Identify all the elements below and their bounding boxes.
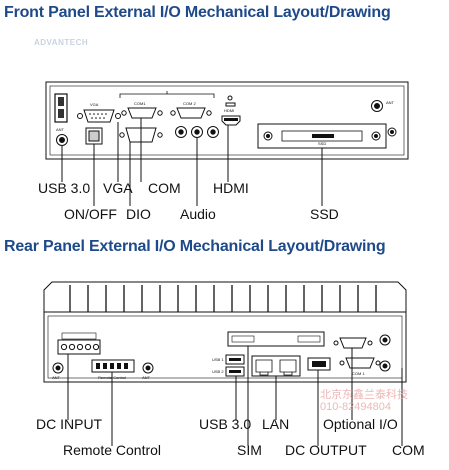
label-rear-usb: USB 3.0 [199, 416, 252, 432]
lan-ports [251, 355, 301, 377]
rear-ant-1 [52, 362, 64, 374]
label-front-usb: USB 3.0 [38, 180, 91, 196]
label-hdmi: HDMI [213, 180, 249, 196]
watermark-line-1: 北京东鑫兰泰科技 [320, 389, 408, 401]
vga-port [83, 109, 115, 123]
dc-input-terminal [57, 339, 101, 355]
rear-usb-1 [225, 354, 245, 365]
audio-jack-3 [207, 126, 219, 138]
sim-slot [227, 331, 325, 347]
watermark: 北京东鑫兰泰科技 010-82494804 [320, 389, 408, 413]
com2-port [176, 107, 206, 119]
rear-ant-4 [379, 360, 391, 372]
label-onoff: ON/OFF [64, 206, 117, 222]
label-com-front: COM [148, 180, 181, 196]
mark-vga: VGA [90, 102, 99, 107]
dc-output-port [307, 357, 331, 371]
mark-usb-1: USB 1 [212, 357, 224, 362]
label-ssd: SSD [310, 206, 339, 222]
rear-com-port [345, 357, 375, 369]
audio-jack-2 [191, 126, 203, 138]
label-optional-io: Optional I/O [323, 416, 398, 432]
front-ant-right [371, 100, 383, 112]
mark-ssd: SSD [318, 141, 326, 146]
hdmi-port [221, 115, 241, 126]
label-lan: LAN [262, 416, 290, 432]
label-audio: Audio [180, 206, 216, 222]
front-ant-left [56, 134, 68, 146]
advantech-logo: ADVANTECH [34, 38, 89, 47]
mark-com1: COM1 [134, 101, 146, 106]
remote-control-port [91, 359, 135, 373]
rear-panel-outline [43, 311, 407, 383]
dio-port [125, 127, 157, 143]
mark-hdmi: HDMI [224, 108, 234, 113]
label-rear-com: COM [392, 442, 425, 458]
mark-ant-4: ANT [142, 375, 151, 380]
front-panel-title: Front Panel External I/O Mechanical Layo… [4, 4, 391, 21]
label-vga: VGA [103, 180, 133, 196]
mark-usb-2: USB 2 [212, 369, 224, 374]
rear-ant-3 [379, 334, 391, 346]
mark-remote: Remote Control [98, 375, 126, 380]
rear-chassis-top [43, 281, 407, 313]
watermark-line-2: 010-82494804 [320, 401, 391, 413]
optional-io-port [339, 337, 367, 349]
label-remote-control: Remote Control [63, 442, 162, 458]
label-dc-input: DC INPUT [36, 416, 103, 432]
mark-ant-3: ANT [52, 375, 61, 380]
mark-ant-2: ANT [386, 100, 395, 105]
label-dio: DIO [126, 206, 151, 222]
front-usb-port [54, 93, 68, 123]
mark-com: COM 1 [352, 371, 365, 376]
label-sim: SIM [237, 442, 262, 458]
rear-panel-title: Rear Panel External I/O Mechanical Layou… [4, 238, 386, 255]
mark-com2: COM 2 [183, 101, 196, 106]
label-dc-output: DC OUTPUT [285, 442, 367, 458]
front-panel-outline [45, 81, 409, 160]
mark-ant-1: ANT [56, 127, 65, 132]
rear-ant-2 [142, 362, 154, 374]
com1-port [127, 107, 157, 119]
rear-usb-2 [225, 366, 245, 377]
audio-jack-1 [175, 126, 187, 138]
